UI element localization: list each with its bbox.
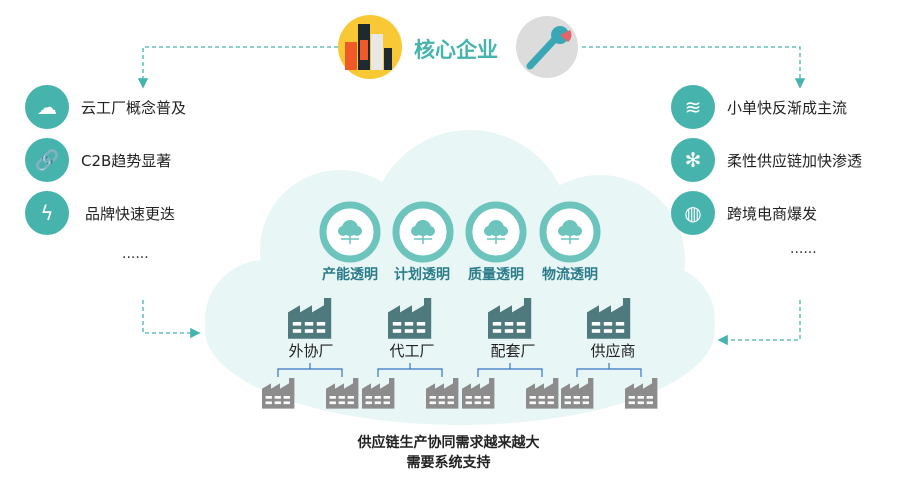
- lightning-icon: ϟ: [25, 191, 69, 235]
- item-label: 小单快反渐成主流: [727, 98, 848, 117]
- small-factory-icon: [625, 378, 658, 409]
- item-label: 品牌快速更迭: [85, 204, 176, 223]
- layers-icon: ≋: [671, 85, 715, 129]
- right-item-flexible: ✻ 柔性供应链加快渗透: [671, 138, 862, 182]
- factory-label: 供应商: [590, 342, 636, 360]
- left-item-brand: ϟ 品牌快速更迭: [25, 191, 175, 235]
- bracket-connector: [477, 363, 543, 377]
- network-icon: ✻: [671, 138, 715, 182]
- left-item-cloud-factory: ☁ 云工厂概念普及: [25, 85, 186, 129]
- small-factory-icon: [462, 378, 495, 409]
- item-label: C2B趋势显著: [81, 151, 172, 170]
- wrench-icon: [516, 16, 578, 78]
- right-more: ......: [790, 241, 817, 257]
- cloud-transparency-icon: [319, 201, 381, 263]
- item-label: 云工厂概念普及: [81, 98, 187, 117]
- left-item-c2b: 🔗 C2B趋势显著: [25, 138, 171, 182]
- bracket-connector: [576, 363, 642, 377]
- bracket-connector: [277, 363, 343, 377]
- cloud-transparency-icon: [392, 201, 454, 263]
- dashed-arrow-bottom-left: [142, 300, 201, 339]
- factory-label: 外协厂: [288, 342, 334, 360]
- small-factory-icon: [326, 378, 359, 409]
- bracket-connector: [377, 363, 443, 377]
- bottom-text-line2: 需要系统支持: [406, 455, 491, 471]
- transparency-label: 计划透明: [394, 267, 450, 283]
- cloud-transparency-icon: [465, 201, 527, 263]
- dashed-arrow-bottom-right: [717, 300, 801, 346]
- item-label: 跨境电商爆发: [727, 204, 818, 223]
- small-factory-icon: [362, 378, 395, 409]
- cloud-building-icon: ☁: [25, 85, 69, 129]
- factory-icon: [288, 298, 332, 339]
- cloud-transparency-icon: [539, 201, 601, 263]
- left-more: ......: [122, 246, 149, 262]
- factory-icon: [488, 298, 532, 339]
- transparency-label: 物流透明: [542, 267, 598, 283]
- item-label: 柔性供应链加快渗透: [727, 151, 863, 170]
- globe-icon: ◍: [671, 191, 715, 235]
- transparency-label: 质量透明: [468, 267, 524, 283]
- small-factory-icon: [561, 378, 594, 409]
- dashed-arrow-top-left: [137, 46, 338, 89]
- bottle-icon: [338, 15, 402, 79]
- core-enterprise-title: 核心企业: [414, 38, 498, 62]
- bottom-text-line1: 供应链生产协同需求越来越大: [357, 435, 540, 451]
- small-factory-icon: [526, 378, 559, 409]
- factory-label: 代工厂: [389, 342, 435, 360]
- small-factory-icon: [262, 378, 295, 409]
- right-item-small-orders: ≋ 小单快反渐成主流: [671, 85, 847, 129]
- factory-label: 配套厂: [490, 342, 536, 360]
- factory-icon: [388, 298, 432, 339]
- transparency-label: 产能透明: [322, 267, 378, 283]
- link-icon: 🔗: [25, 138, 69, 182]
- right-item-crossborder: ◍ 跨境电商爆发: [671, 191, 817, 235]
- factory-icon: [587, 298, 631, 339]
- small-factory-icon: [426, 378, 459, 409]
- dashed-arrow-top-right: [582, 46, 806, 89]
